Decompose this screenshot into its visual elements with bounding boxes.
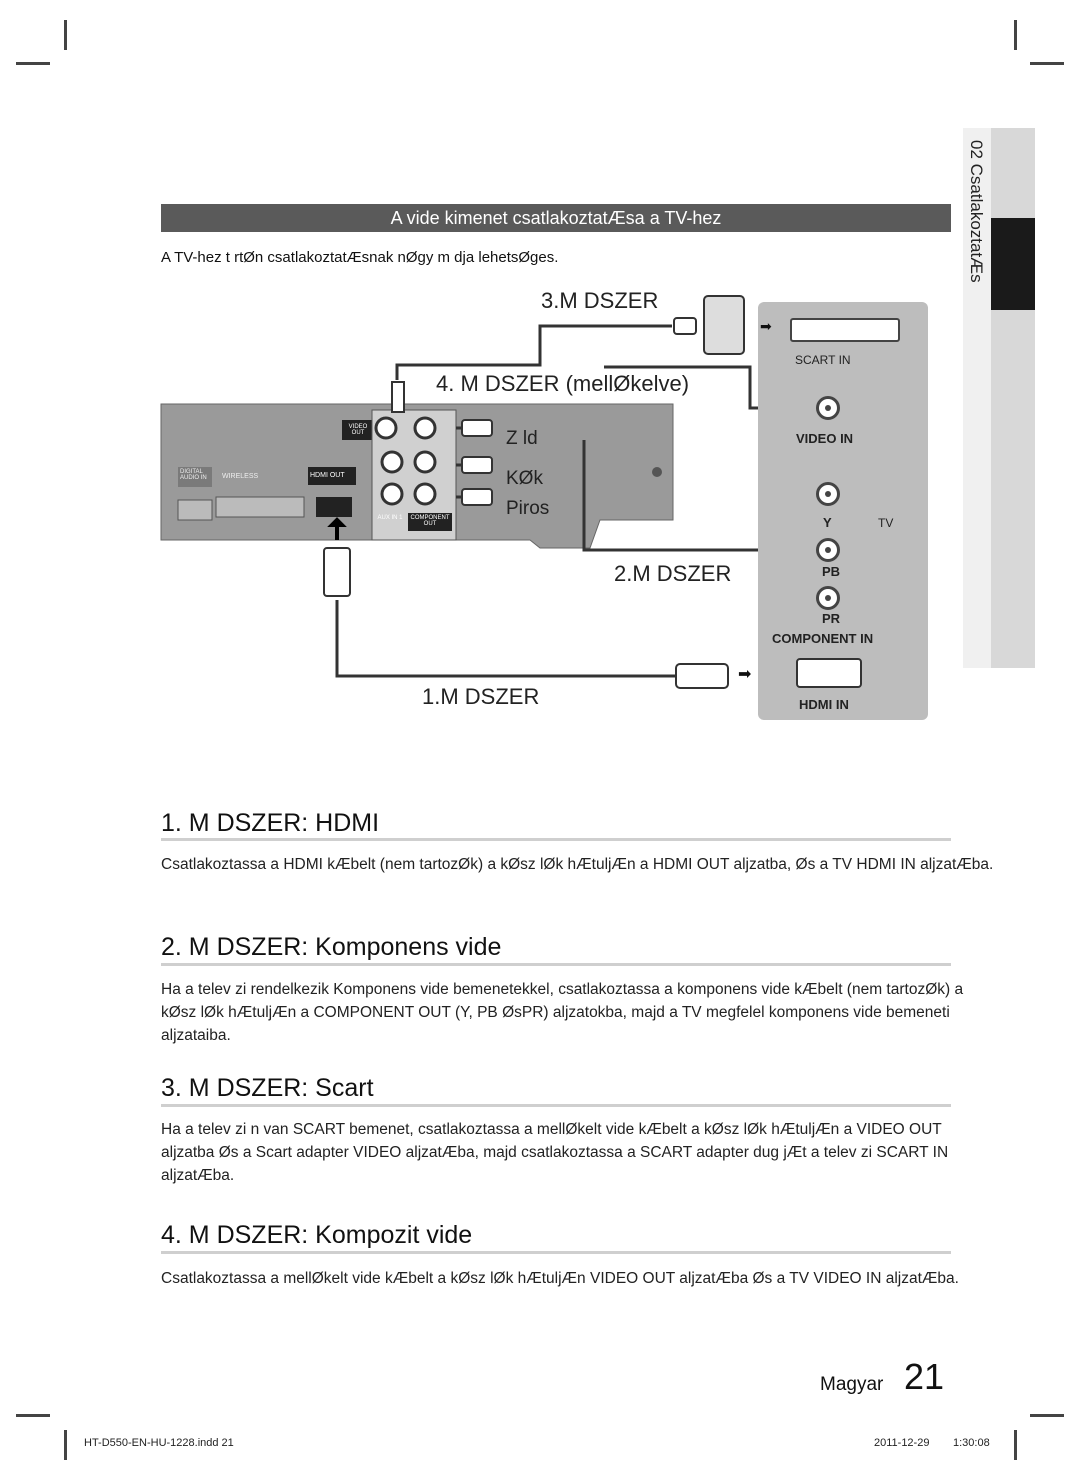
aux-r-jack: [380, 482, 404, 506]
scart-rca-plug: [673, 317, 697, 335]
component-plug-blue: [461, 456, 493, 474]
section-heading-scart: 3. M DSZER: Scart: [161, 1074, 374, 1102]
component-plug-red: [461, 488, 493, 506]
hdmi-plug-device: [323, 547, 351, 597]
crop-mark: [1014, 20, 1017, 50]
component-out-label-block: [408, 513, 452, 531]
component-y-jack: [413, 416, 437, 440]
footer-date: 2011-12-29: [874, 1437, 930, 1449]
crop-mark: [16, 62, 50, 65]
tv-y-label: Y: [823, 515, 832, 530]
crop-mark: [64, 1430, 67, 1460]
chapter-tab-marker: [991, 218, 1035, 310]
scart-adapter: [703, 295, 745, 355]
page-language: Magyar: [820, 1374, 884, 1395]
device-wireless-label: WIRELESS: [222, 473, 259, 480]
tv-panel: [758, 302, 928, 720]
color-blue-label: KØk: [506, 468, 543, 489]
footer-time: 1:30:08: [953, 1437, 990, 1449]
method4-label: 4. M DSZER (mellØkelve): [436, 371, 690, 396]
arrow-right-icon: ➡: [760, 318, 772, 334]
section-rule: [161, 1251, 951, 1254]
method3-label: 3.M DSZER: [541, 288, 659, 313]
section-header-bar: A vide kimenet csatlakoztatÆsa a TV-hez: [161, 204, 951, 232]
hdmi-arrow: [327, 517, 347, 540]
optical-port: [177, 499, 213, 521]
chapter-label: 02 CsatlakoztatÆs: [967, 140, 986, 283]
section-text-composite: Csatlakoztassa a mellØkelt vide kÆbelt a…: [161, 1270, 959, 1287]
aux-l-jack: [380, 450, 404, 474]
tv-video-in-label: VIDEO IN: [796, 431, 854, 446]
component-pr-jack: [413, 482, 437, 506]
video-out-plug: [391, 381, 405, 413]
tv-pr-label: PR: [822, 611, 841, 626]
crop-mark: [1030, 62, 1064, 65]
scart-video-cable: [395, 324, 672, 380]
section-text-hdmi: Csatlakoztassa a HDMI kÆbelt (nem tartoz…: [161, 856, 994, 873]
section-heading-composite: 4. M DSZER: Kompozit vide: [161, 1221, 473, 1249]
screw: [652, 467, 662, 477]
tv-scart-label: SCART IN: [795, 353, 851, 367]
component-cable-main: [582, 440, 768, 552]
color-green-label: Z ld: [506, 428, 538, 449]
tv-pb-label: PB: [822, 564, 841, 579]
section-text-component: Ha a telev zi rendelkezik Komponens vide…: [161, 981, 964, 1044]
tv-hdmi-label: HDMI IN: [799, 697, 849, 712]
method1-label: 1.M DSZER: [422, 684, 540, 709]
section-rule: [161, 1104, 951, 1107]
section-text-scart: Ha a telev zi n van SCART bemenet, csatl…: [161, 1121, 949, 1184]
tv-pb-jack: [816, 538, 840, 562]
crop-mark: [16, 1414, 50, 1417]
hdmi-out-label-block: [308, 467, 356, 485]
tv-pr-jack: [816, 586, 840, 610]
device-component-out-label: COMPONENT OUT: [410, 515, 450, 527]
method2-label: 2.M DSZER: [614, 561, 732, 586]
hdmi-out-port: [316, 497, 352, 517]
hdmi-cable: [335, 600, 676, 678]
wireless-port: [215, 496, 305, 518]
tv-video-in-jack: [816, 396, 840, 420]
page-number: 21: [904, 1356, 945, 1397]
device-hdmi-out-label: HDMI OUT: [310, 472, 345, 479]
chapter-tab-inner: [963, 128, 991, 668]
tv-y-jack: [816, 482, 840, 506]
hdmi-plug-tv: [675, 663, 729, 689]
footer-file: HT-D550-EN-HU-1228.indd 21: [84, 1437, 234, 1449]
crop-mark: [1014, 1430, 1017, 1460]
video-out-jack: [374, 416, 398, 440]
tv-component-label: COMPONENT IN: [772, 631, 874, 646]
arrow-right-icon: ➡: [738, 666, 752, 683]
device-video-out-label: VIDEO OUT: [348, 424, 368, 436]
scart-in-port: [790, 318, 900, 342]
device-digital-label: DIGITAL AUDIO IN: [180, 469, 207, 481]
section-heading-hdmi: 1. M DSZER: HDMI: [161, 809, 380, 837]
section-heading-component: 2. M DSZER: Komponens vide: [161, 933, 502, 961]
crop-mark: [64, 20, 67, 50]
video-out-label-block: [342, 420, 374, 440]
tv-hdmi-in-port: [796, 658, 862, 688]
section-rule: [161, 963, 951, 966]
device-aux-label: AUX IN 1: [377, 515, 403, 521]
component-pb-jack: [413, 450, 437, 474]
crop-mark: [1030, 1414, 1064, 1417]
tv-tv-label: TV: [878, 516, 894, 530]
intro-text: A TV-hez t rtØn csatlakoztatÆsnak nØgy m…: [161, 249, 559, 266]
digital-in-block: [178, 467, 212, 487]
color-red-label: Piros: [506, 498, 550, 519]
section-rule: [161, 838, 951, 841]
component-plug-green: [461, 419, 493, 437]
